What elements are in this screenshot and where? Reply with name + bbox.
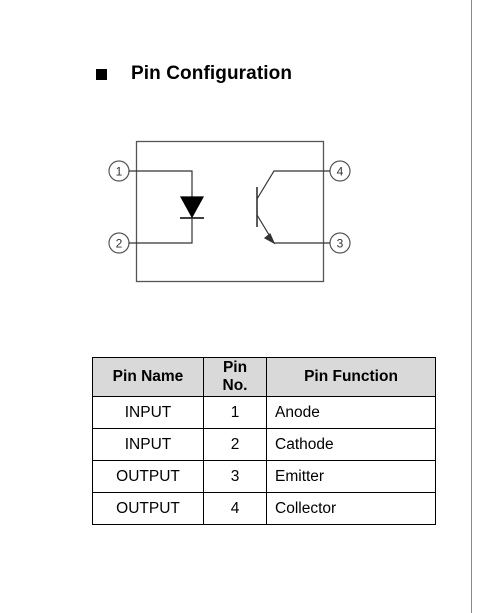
header-pin-no-line1: Pin bbox=[222, 359, 248, 376]
cell-pin-function: Collector bbox=[266, 492, 436, 525]
pin-2-label: 2 bbox=[116, 237, 123, 251]
cell-pin-name: OUTPUT bbox=[92, 492, 204, 525]
pin-1: 1 bbox=[108, 160, 130, 182]
cell-pin-function: Anode bbox=[266, 396, 436, 429]
table-row: OUTPUT 4 Collector bbox=[92, 492, 436, 525]
pin-1-label: 1 bbox=[116, 165, 123, 179]
header-pin-no: Pin No. bbox=[203, 357, 267, 397]
section-title: Pin Configuration bbox=[131, 63, 293, 84]
header-pin-name: Pin Name bbox=[92, 357, 204, 397]
table-row: OUTPUT 3 Emitter bbox=[92, 460, 436, 493]
square-bullet-icon bbox=[96, 68, 107, 80]
header-pin-function: Pin Function bbox=[266, 357, 436, 397]
table-header-row: Pin Name Pin No. Pin Function bbox=[92, 357, 436, 397]
led-diode-icon bbox=[129, 170, 205, 244]
cell-pin-name: INPUT bbox=[92, 428, 204, 461]
pin-configuration-diagram: 1 2 3 4 bbox=[108, 140, 351, 283]
cell-pin-name: OUTPUT bbox=[92, 460, 204, 493]
package-outline bbox=[135, 140, 325, 283]
pin-3-label: 3 bbox=[337, 237, 344, 251]
phototransistor-icon bbox=[256, 170, 330, 245]
section-heading: Pin Configuration bbox=[96, 61, 292, 87]
table-row: INPUT 1 Anode bbox=[92, 396, 436, 429]
cell-pin-no: 3 bbox=[203, 460, 267, 493]
pin-3: 3 bbox=[329, 232, 351, 254]
cell-pin-no: 1 bbox=[203, 396, 267, 429]
cell-pin-function: Cathode bbox=[266, 428, 436, 461]
pin-4: 4 bbox=[329, 160, 351, 182]
table-row: INPUT 2 Cathode bbox=[92, 428, 436, 461]
cell-pin-no: 2 bbox=[203, 428, 267, 461]
page-edge bbox=[471, 0, 479, 613]
header-pin-no-line2: No. bbox=[222, 377, 248, 394]
pin-2: 2 bbox=[108, 232, 130, 254]
cell-pin-no: 4 bbox=[203, 492, 267, 525]
pin-4-label: 4 bbox=[337, 165, 344, 179]
cell-pin-function: Emitter bbox=[266, 460, 436, 493]
pin-table: Pin Name Pin No. Pin Function INPUT 1 An… bbox=[92, 357, 436, 525]
cell-pin-name: INPUT bbox=[92, 396, 204, 429]
